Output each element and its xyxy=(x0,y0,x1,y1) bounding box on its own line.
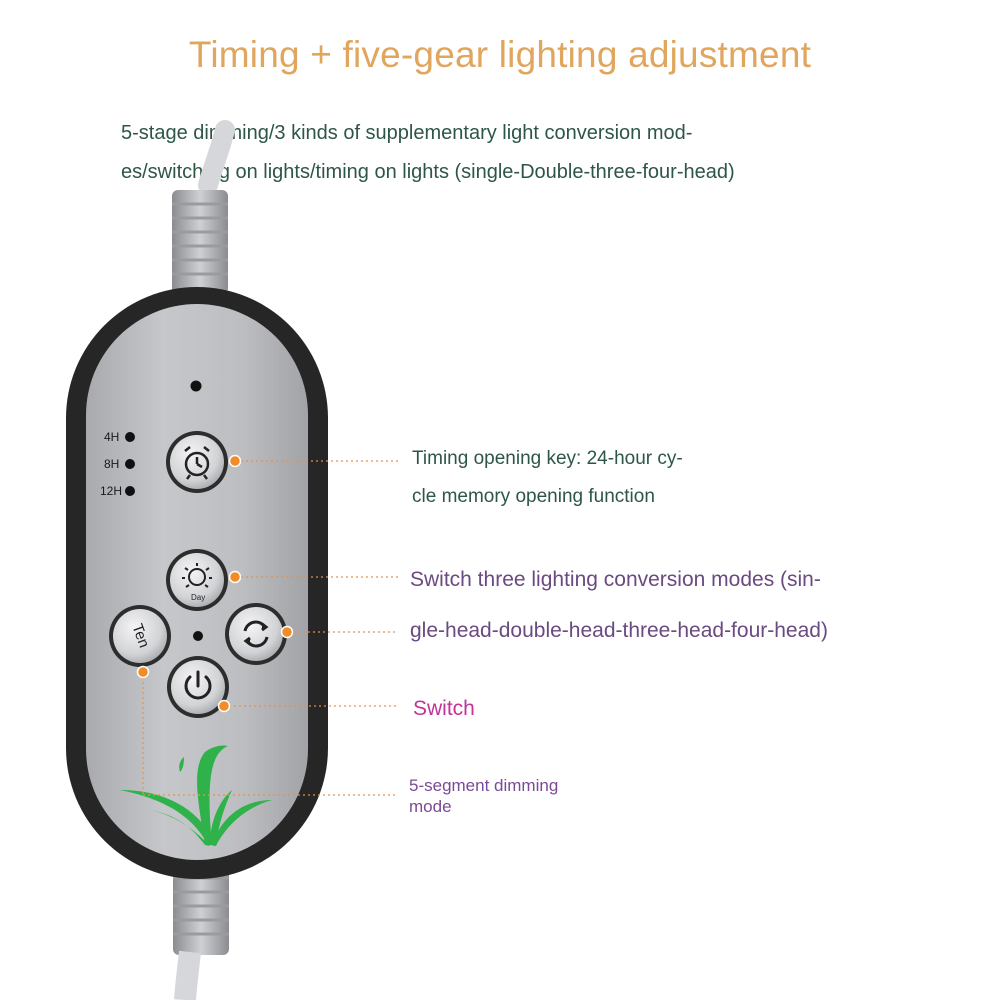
dimming-callout-line-1: 5-segment dimming xyxy=(409,776,559,795)
ten-dimming-button[interactable]: Ten xyxy=(109,605,171,667)
timing-callout-line-1: Timing opening key: 24-hour cy- xyxy=(412,448,683,469)
timing-button[interactable] xyxy=(166,431,228,493)
timer-label-12h: 12H xyxy=(100,484,122,498)
cycle-arrows-icon xyxy=(243,620,269,648)
day-mode-button[interactable]: Day xyxy=(166,549,228,611)
power-icon xyxy=(184,670,212,700)
alarm-clock-icon xyxy=(184,446,210,480)
led-8h xyxy=(125,459,135,469)
dimming-callout-line-2: mode xyxy=(409,797,452,816)
modes-callout-line-1: Switch three lighting conversion modes (… xyxy=(410,568,821,591)
top-cable xyxy=(172,120,235,294)
page-title: Timing + five-gear lighting adjustment xyxy=(188,34,812,75)
power-button[interactable] xyxy=(167,656,229,718)
timing-callout-line-2: cle memory opening function xyxy=(412,486,655,507)
switch-callout: Switch xyxy=(413,697,475,720)
bottom-cable xyxy=(173,865,229,1000)
sun-icon xyxy=(182,563,212,588)
subtitle-line-2: es/switching on lights/timing on lights … xyxy=(121,161,735,183)
timer-label-4h: 4H xyxy=(104,430,119,444)
plant-logo-icon xyxy=(120,745,272,846)
subtitle-line-1: 5-stage dimming/3 kinds of supplementary… xyxy=(121,122,693,144)
callout-leader-lines xyxy=(142,460,398,796)
timer-label-8h: 8H xyxy=(104,457,119,471)
cycle-mode-button[interactable] xyxy=(225,603,287,665)
center-indicator-dot xyxy=(193,631,203,641)
callout-markers xyxy=(136,454,294,713)
timer-indicators: 4H 8H 12H xyxy=(100,430,135,498)
led-4h xyxy=(125,432,135,442)
led-12h xyxy=(125,486,135,496)
modes-callout-line-2: gle-head-double-head-three-head-four-hea… xyxy=(410,619,828,642)
day-button-label: Day xyxy=(191,593,205,602)
